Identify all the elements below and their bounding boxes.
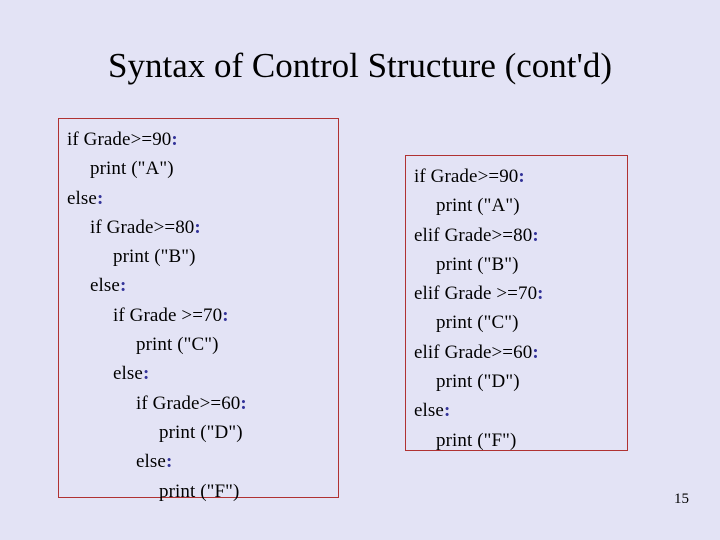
code-line: print ("C") [414, 308, 627, 337]
code-line-text: if Grade >=70 [113, 304, 223, 326]
code-line: if Grade>=60: [67, 389, 338, 418]
code-line-text: elif Grade >=70 [414, 283, 538, 305]
code-line-text: print ("A") [436, 195, 520, 217]
code-colon: : [222, 304, 229, 326]
code-block-elif-chain: if Grade>=90: print ("A") elif Grade>=80: p… [405, 155, 628, 451]
code-line: print ("F") [67, 477, 338, 506]
code-colon: : [119, 275, 127, 297]
code-colon: : [532, 224, 539, 246]
code-colon: : [194, 216, 201, 238]
code-colon: : [165, 451, 173, 473]
code-line-text: if Grade>=80 [90, 216, 195, 238]
code-line: if Grade>=90: [67, 125, 338, 154]
code-line: print ("D") [414, 367, 627, 396]
code-line: elif Grade >=70: [414, 279, 627, 308]
code-line: elif Grade>=60: [414, 338, 627, 367]
code-line-text: else [414, 400, 444, 422]
code-line: print ("B") [414, 250, 627, 279]
code-colon: : [240, 392, 247, 414]
code-line: else: [67, 184, 338, 213]
code-line-text: if Grade>=90 [67, 129, 172, 150]
code-colon: : [443, 400, 451, 422]
code-line: print ("F") [414, 426, 627, 455]
code-line-text: else [90, 275, 120, 297]
code-line: if Grade >=70: [67, 301, 338, 330]
code-lines-nested: if Grade>=90:print ("A")else:if Grade>=8… [59, 119, 338, 506]
code-line-text: print ("B") [113, 246, 196, 268]
code-line-text: print ("D") [159, 421, 243, 443]
code-line-text: else [113, 363, 143, 385]
code-line: print ("B") [67, 242, 338, 271]
code-line: else: [67, 447, 338, 476]
code-line-text: print ("B") [436, 253, 519, 275]
code-colon: : [532, 341, 539, 363]
code-line-text: print ("F") [159, 480, 240, 502]
code-line: print ("C") [67, 330, 338, 359]
code-line-text: else [67, 187, 97, 209]
code-colon: : [96, 187, 104, 209]
code-block-nested-if-else: if Grade>=90:print ("A")else:if Grade>=8… [58, 118, 339, 502]
code-line: if Grade>=90: [414, 162, 627, 191]
code-lines-elif: if Grade>=90: print ("A") elif Grade>=80: p… [406, 156, 627, 455]
code-line-text: elif Grade>=80 [414, 224, 533, 246]
code-line: else: [67, 271, 338, 300]
code-line: print ("D") [67, 418, 338, 447]
code-line-text: print ("C") [136, 334, 219, 356]
code-colon: : [171, 129, 178, 150]
code-line: elif Grade>=80: [414, 221, 627, 250]
code-line-text: print ("D") [436, 371, 520, 393]
code-line: print ("A") [67, 154, 338, 183]
page-title: Syntax of Control Structure (cont'd) [108, 46, 612, 85]
code-line: else: [67, 359, 338, 388]
code-line-text: elif Grade>=60 [414, 341, 533, 363]
code-colon: : [537, 283, 544, 305]
code-line: print ("A") [414, 191, 627, 220]
code-line-text: print ("F") [436, 429, 517, 451]
code-line: else: [414, 396, 627, 425]
code-colon: : [518, 166, 525, 187]
code-colon: : [142, 363, 150, 385]
code-line-text: else [136, 451, 166, 473]
code-line-text: if Grade>=90 [414, 166, 519, 187]
code-line: if Grade>=80: [67, 213, 338, 242]
code-line-text: print ("C") [436, 312, 519, 334]
code-line-text: if Grade>=60 [136, 392, 241, 414]
code-line-text: print ("A") [90, 158, 174, 180]
page-number: 15 [674, 491, 689, 507]
